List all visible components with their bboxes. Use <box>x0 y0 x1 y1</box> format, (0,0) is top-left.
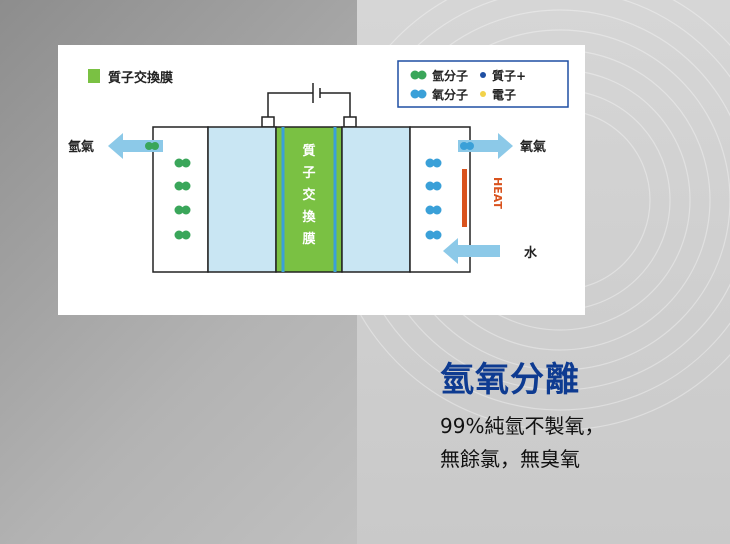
power-source-circuit <box>261 83 357 128</box>
hydrogen-outlet-label: 氫氣 <box>68 139 94 155</box>
cell-left-chamber <box>207 126 277 273</box>
proton-legend-icon <box>480 72 486 78</box>
membrane-char-5: 膜 <box>302 231 315 247</box>
cell-right-chamber <box>341 126 411 273</box>
electrolysis-diagram: 質子交換膜 氫分子 質子+ 氧分子 電子 <box>68 60 569 273</box>
membrane-char-3: 交 <box>302 187 315 203</box>
legend-box <box>397 60 569 108</box>
hydrogen-legend-label: 氫分子 <box>432 68 468 83</box>
diagram-panel: 質子交換膜 氫分子 質子+ 氧分子 電子 <box>58 45 585 315</box>
electron-legend-icon <box>480 91 486 97</box>
oxygen-outlet-label: 氧氣 <box>519 139 546 155</box>
membrane-char-4: 換 <box>302 209 316 225</box>
heat-label: HEAT <box>491 177 504 209</box>
hydrogen-legend-icon <box>410 70 427 80</box>
hydrogen-outlet-arrow <box>108 133 163 159</box>
oxygen-legend-icon <box>410 89 427 99</box>
description-line-2: 無餘氯，無臭氧 <box>440 447 580 471</box>
headline: 氫氧分離 <box>440 360 580 400</box>
water-inlet-label: 水 <box>524 245 538 261</box>
description: 99%純氫不製氧， 無餘氯，無臭氧 <box>440 410 720 476</box>
membrane-legend-label: 質子交換膜 <box>108 70 173 86</box>
membrane <box>275 126 343 273</box>
oxygen-molecules <box>425 158 442 240</box>
proton-legend-label: 質子+ <box>492 68 526 83</box>
membrane-legend-swatch <box>88 69 100 83</box>
oxygen-legend-label: 氧分子 <box>431 87 468 102</box>
hydrogen-molecules <box>174 158 191 240</box>
membrane-char-2: 子 <box>302 166 315 181</box>
oxygen-outlet-arrow <box>458 133 513 159</box>
description-line-1: 99%純氫不製氧， <box>440 414 605 438</box>
water-inlet-arrow <box>443 238 500 264</box>
electron-legend-label: 電子 <box>492 88 516 102</box>
membrane-char-1: 質 <box>302 143 315 159</box>
heat-bar <box>462 169 467 227</box>
